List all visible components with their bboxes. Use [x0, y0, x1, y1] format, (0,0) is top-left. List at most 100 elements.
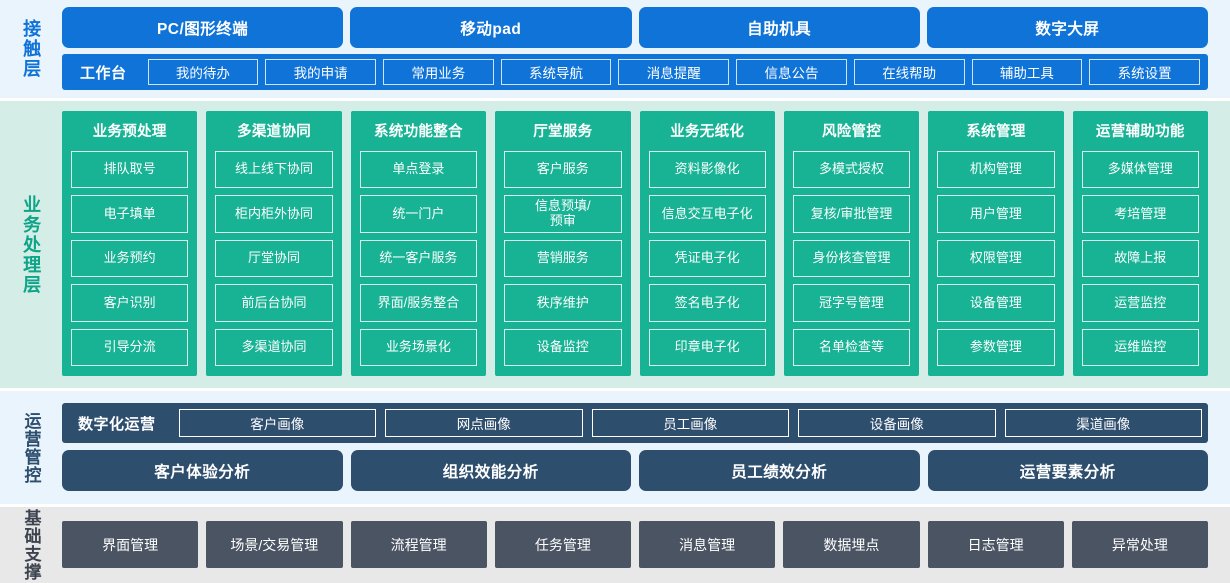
business-item-3-0[interactable]: 客户服务 [504, 151, 622, 189]
digital-item-4[interactable]: 渠道画像 [1004, 409, 1203, 438]
business-item-4-2[interactable]: 凭证电子化 [648, 239, 766, 278]
business-item-3-1[interactable]: 信息预填/预审 [504, 195, 622, 233]
business-column-4: 业务无纸化资料影像化信息交互电子化凭证电子化签名电子化印章电子化 [639, 111, 775, 377]
foundation-item-2[interactable]: 流程管理 [350, 521, 487, 569]
foundation-item-0[interactable]: 界面管理 [62, 521, 199, 569]
business-column-5: 风险管控多模式授权复核/审批管理身份核查管理冠字号管理名单检查等 [783, 111, 920, 377]
business-item-5-2[interactable]: 身份核查管理 [792, 239, 911, 278]
business-item-6-3[interactable]: 设备管理 [937, 284, 1055, 322]
workbench-item-2[interactable]: 常用业务 [382, 59, 494, 85]
digital-item-3[interactable]: 设备画像 [798, 409, 996, 438]
workbench-item-7[interactable]: 辅助工具 [971, 59, 1083, 85]
business-item-7-0[interactable]: 多媒体管理 [1081, 151, 1199, 189]
workbench-item-8[interactable]: 系统设置 [1089, 59, 1200, 85]
business-item-5-4[interactable]: 名单检查等 [792, 328, 911, 367]
business-item-1-4[interactable]: 多渠道协同 [215, 328, 333, 367]
business-item-4-0[interactable]: 资料影像化 [648, 151, 766, 189]
business-column-header-5: 风险管控 [821, 124, 882, 140]
business-item-5-1[interactable]: 复核/审批管理 [792, 195, 911, 233]
business-item-2-3[interactable]: 界面/服务整合 [359, 284, 478, 322]
business-layer-label: 业务处理层 [21, 194, 42, 295]
business-column-1: 多渠道协同线上线下协同柜内柜外协同厅堂协同前后台协同多渠道协同 [206, 111, 342, 377]
business-column-2: 系统功能整合单点登录统一门户统一客户服务界面/服务整合业务场景化 [350, 111, 487, 377]
business-item-7-1[interactable]: 考培管理 [1081, 195, 1199, 233]
business-item-5-0[interactable]: 多模式授权 [792, 151, 911, 189]
business-item-0-1[interactable]: 电子填单 [71, 195, 189, 233]
business-item-2-1[interactable]: 统一门户 [359, 195, 478, 233]
business-item-4-1[interactable]: 信息交互电子化 [648, 195, 766, 233]
digital-item-2[interactable]: 员工画像 [591, 409, 790, 438]
business-item-0-0[interactable]: 排队取号 [71, 151, 189, 189]
business-column-header-1: 多渠道协同 [237, 124, 312, 140]
foundation-item-5[interactable]: 数据埋点 [783, 521, 920, 569]
channel-box-3[interactable]: 数字大屏 [926, 7, 1208, 48]
business-column-header-2: 系统功能整合 [374, 124, 463, 140]
business-item-3-3[interactable]: 秩序维护 [504, 284, 622, 322]
business-column-3: 厅堂服务客户服务信息预填/预审营销服务秩序维护设备监控 [495, 111, 631, 377]
layer-divider [0, 504, 1230, 508]
digital-item-0[interactable]: 客户画像 [178, 409, 377, 438]
business-item-7-3[interactable]: 运营监控 [1081, 284, 1199, 322]
operations-layer-label: 运营管控 [21, 411, 41, 484]
business-item-3-4[interactable]: 设备监控 [504, 328, 622, 367]
business-item-1-0[interactable]: 线上线下协同 [215, 151, 333, 189]
business-item-1-2[interactable]: 厅堂协同 [215, 239, 333, 278]
workbench-item-5[interactable]: 信息公告 [736, 59, 847, 85]
business-item-4-3[interactable]: 签名电子化 [648, 284, 766, 322]
business-item-2-2[interactable]: 统一客户服务 [359, 239, 478, 278]
layer-divider [0, 98, 1230, 101]
business-item-7-4[interactable]: 运维监控 [1081, 328, 1199, 367]
business-item-1-3[interactable]: 前后台协同 [215, 284, 333, 322]
business-column-header-3: 厅堂服务 [533, 124, 593, 140]
foundation-item-4[interactable]: 消息管理 [639, 521, 776, 569]
foundation-layer: 基础支撑 界面管理场景/交易管理流程管理任务管理消息管理数据埋点日志管理异常处理 [0, 507, 1230, 583]
business-item-6-1[interactable]: 用户管理 [937, 195, 1055, 233]
workbench-items: 我的待办我的申请常用业务系统导航消息提醒信息公告在线帮助辅助工具系统设置 [147, 59, 1200, 85]
business-column-header-0: 业务预处理 [92, 124, 167, 140]
business-item-3-2[interactable]: 营销服务 [504, 239, 622, 278]
business-column-0: 业务预处理排队取号电子填单业务预约客户识别引导分流 [62, 111, 198, 377]
workbench-item-3[interactable]: 系统导航 [500, 59, 612, 85]
business-item-4-4[interactable]: 印章电子化 [648, 328, 766, 367]
business-item-5-3[interactable]: 冠字号管理 [792, 284, 911, 322]
business-item-7-2[interactable]: 故障上报 [1081, 239, 1199, 278]
business-column-header-7: 运营辅助功能 [1095, 124, 1185, 140]
foundation-item-6[interactable]: 日志管理 [927, 521, 1064, 569]
channel-box-0[interactable]: PC/图形终端 [62, 7, 344, 48]
business-item-6-2[interactable]: 权限管理 [937, 239, 1055, 278]
analysis-row: 客户体验分析组织效能分析员工绩效分析运营要素分析 [62, 450, 1208, 492]
foundation-layer-body: 界面管理场景/交易管理流程管理任务管理消息管理数据埋点日志管理异常处理 [62, 507, 1230, 583]
business-item-6-4[interactable]: 参数管理 [937, 328, 1055, 367]
business-column-header-6: 系统管理 [966, 124, 1026, 140]
channel-box-2[interactable]: 自助机具 [638, 7, 920, 48]
foundation-item-1[interactable]: 场景/交易管理 [206, 521, 343, 569]
foundation-layer-label: 基础支撑 [21, 509, 41, 582]
operations-layer-body: 数字化运营 客户画像网点画像员工画像设备画像渠道画像 客户体验分析组织效能分析员… [62, 391, 1230, 504]
workbench-item-4[interactable]: 消息提醒 [618, 59, 730, 85]
digital-item-1[interactable]: 网点画像 [385, 409, 583, 438]
foundation-row: 界面管理场景/交易管理流程管理任务管理消息管理数据埋点日志管理异常处理 [62, 521, 1208, 569]
workbench-item-6[interactable]: 在线帮助 [853, 59, 965, 85]
business-column-6: 系统管理机构管理用户管理权限管理设备管理参数管理 [928, 111, 1064, 377]
analysis-box-0[interactable]: 客户体验分析 [62, 450, 343, 492]
business-item-0-2[interactable]: 业务预约 [71, 239, 189, 278]
business-item-2-4[interactable]: 业务场景化 [359, 328, 478, 367]
analysis-box-1[interactable]: 组织效能分析 [350, 450, 631, 492]
analysis-box-3[interactable]: 运营要素分析 [927, 450, 1208, 492]
business-item-2-0[interactable]: 单点登录 [359, 151, 478, 189]
foundation-item-3[interactable]: 任务管理 [494, 521, 631, 569]
workbench-item-0[interactable]: 我的待办 [147, 59, 259, 85]
digital-operations-bar: 数字化运营 客户画像网点画像员工画像设备画像渠道画像 [62, 403, 1208, 444]
analysis-box-2[interactable]: 员工绩效分析 [639, 450, 920, 492]
business-column-header-4: 业务无纸化 [670, 124, 745, 140]
business-item-6-0[interactable]: 机构管理 [937, 151, 1055, 189]
foundation-item-7[interactable]: 异常处理 [1071, 521, 1208, 569]
business-item-0-4[interactable]: 引导分流 [71, 328, 189, 367]
workbench-bar: 工作台 我的待办我的申请常用业务系统导航消息提醒信息公告在线帮助辅助工具系统设置 [62, 54, 1208, 90]
workbench-item-1[interactable]: 我的申请 [265, 59, 376, 85]
business-item-0-3[interactable]: 客户识别 [71, 284, 189, 322]
business-column-7: 运营辅助功能多媒体管理考培管理故障上报运营监控运维监控 [1072, 111, 1208, 377]
business-item-1-1[interactable]: 柜内柜外协同 [215, 195, 333, 233]
channel-box-1[interactable]: 移动pad [350, 7, 632, 48]
